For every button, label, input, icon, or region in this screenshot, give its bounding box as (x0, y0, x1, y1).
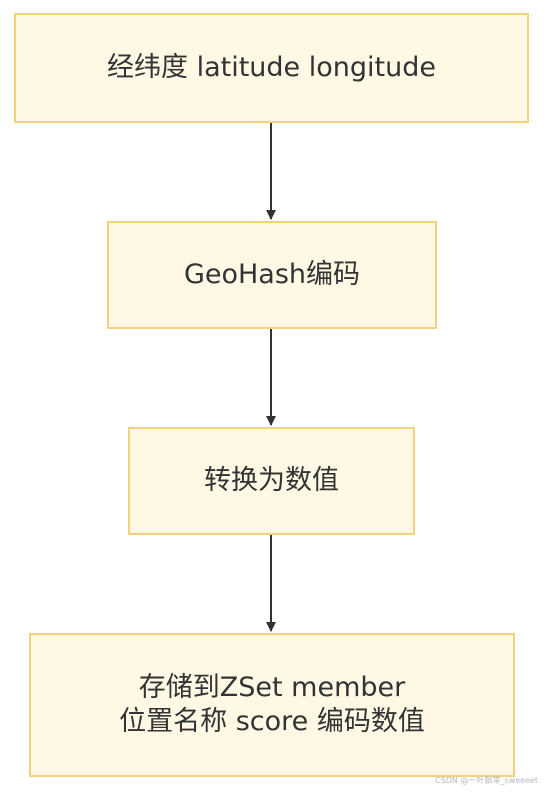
node-zset-store: 存储到ZSet member 位置名称 score 编码数值 (29, 633, 515, 777)
node-geo-coords-label: 经纬度 latitude longitude (107, 52, 436, 83)
node-to-number: 转换为数值 (128, 427, 415, 535)
node-to-number-label: 转换为数值 (204, 465, 339, 496)
node-zset-store-label-line1: 存储到ZSet member (138, 672, 406, 703)
node-zset-store-label-line2: 位置名称 score 编码数值 (119, 706, 425, 737)
node-geo-coords: 经纬度 latitude longitude (14, 13, 529, 123)
watermark: CSDN @一叶飘零_sweeeet (435, 776, 538, 785)
node-geohash: GeoHash编码 (107, 221, 437, 329)
node-geohash-label: GeoHash编码 (183, 259, 361, 290)
